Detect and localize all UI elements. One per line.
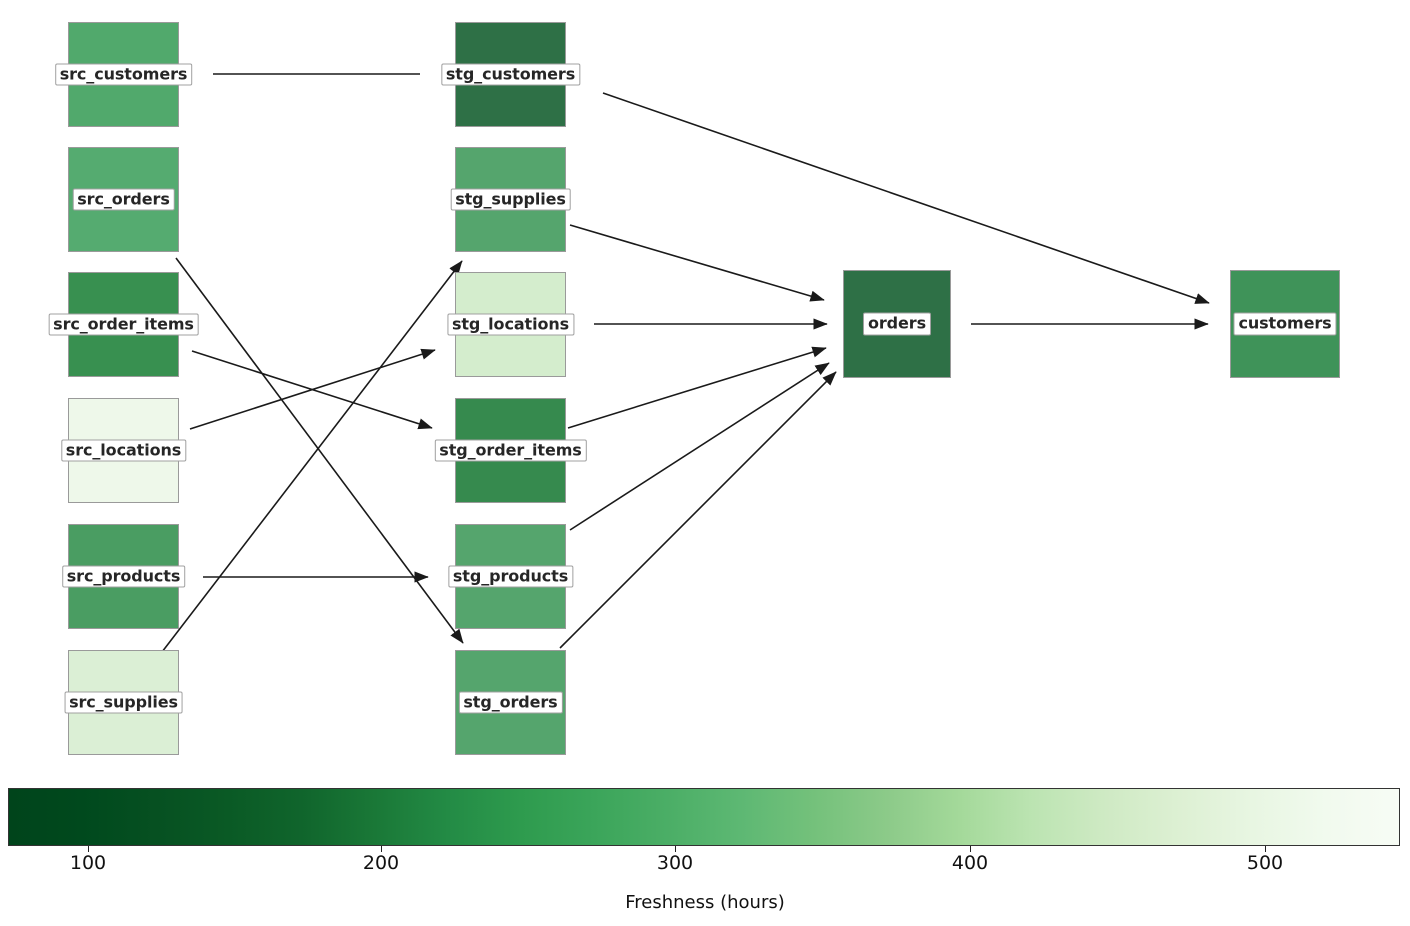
edge-stg_order_items-to-orders [567,346,827,429]
colorbar-tick-mark [381,846,382,852]
edge-layer [161,73,1210,653]
edge-src_orders-to-stg_orders [175,257,464,644]
colorbar-tick-mark [970,846,971,852]
edge-src_locations-to-stg_locations [189,348,436,430]
edge-src_supplies-to-stg_supplies [161,260,463,653]
node-label-src_supplies: src_supplies [64,691,183,714]
colorbar-tick-label: 200 [362,852,400,874]
node-label-stg_products: stg_products [447,565,574,588]
colorbar-tick-label: 500 [1246,852,1284,874]
node-label-stg_order_items: stg_order_items [434,439,587,462]
node-label-stg_orders: stg_orders [458,691,563,714]
node-label-customers: customers [1233,312,1337,336]
edge-src_order_items-to-stg_order_items [191,350,433,430]
colorbar-tick-label: 300 [656,852,694,874]
colorbar-area: 100 200 300 400 500 Freshness (hours) [0,780,1410,926]
colorbar-tick-mark [1265,846,1266,852]
node-label-src_order_items: src_order_items [48,313,199,336]
node-label-stg_supplies: stg_supplies [450,188,571,211]
node-label-src_customers: src_customers [54,63,193,86]
colorbar-tick-label: 100 [69,852,107,874]
node-label-src_orders: src_orders [72,188,175,211]
node-label-stg_customers: stg_customers [440,63,581,86]
edge-stg_products-to-orders [569,362,830,531]
node-label-src_products: src_products [61,565,186,588]
node-label-orders: orders [862,312,932,336]
colorbar-axis-label: Freshness (hours) [625,892,785,913]
freshness-colorbar [8,788,1400,846]
edge-stg_orders-to-orders [559,371,837,649]
node-label-src_locations: src_locations [60,439,187,462]
colorbar-tick-mark [88,846,89,852]
colorbar-tick-label: 400 [951,852,989,874]
colorbar-tick-mark [675,846,676,852]
node-label-stg_locations: stg_locations [446,313,575,336]
edge-stg_supplies-to-orders [569,224,825,302]
